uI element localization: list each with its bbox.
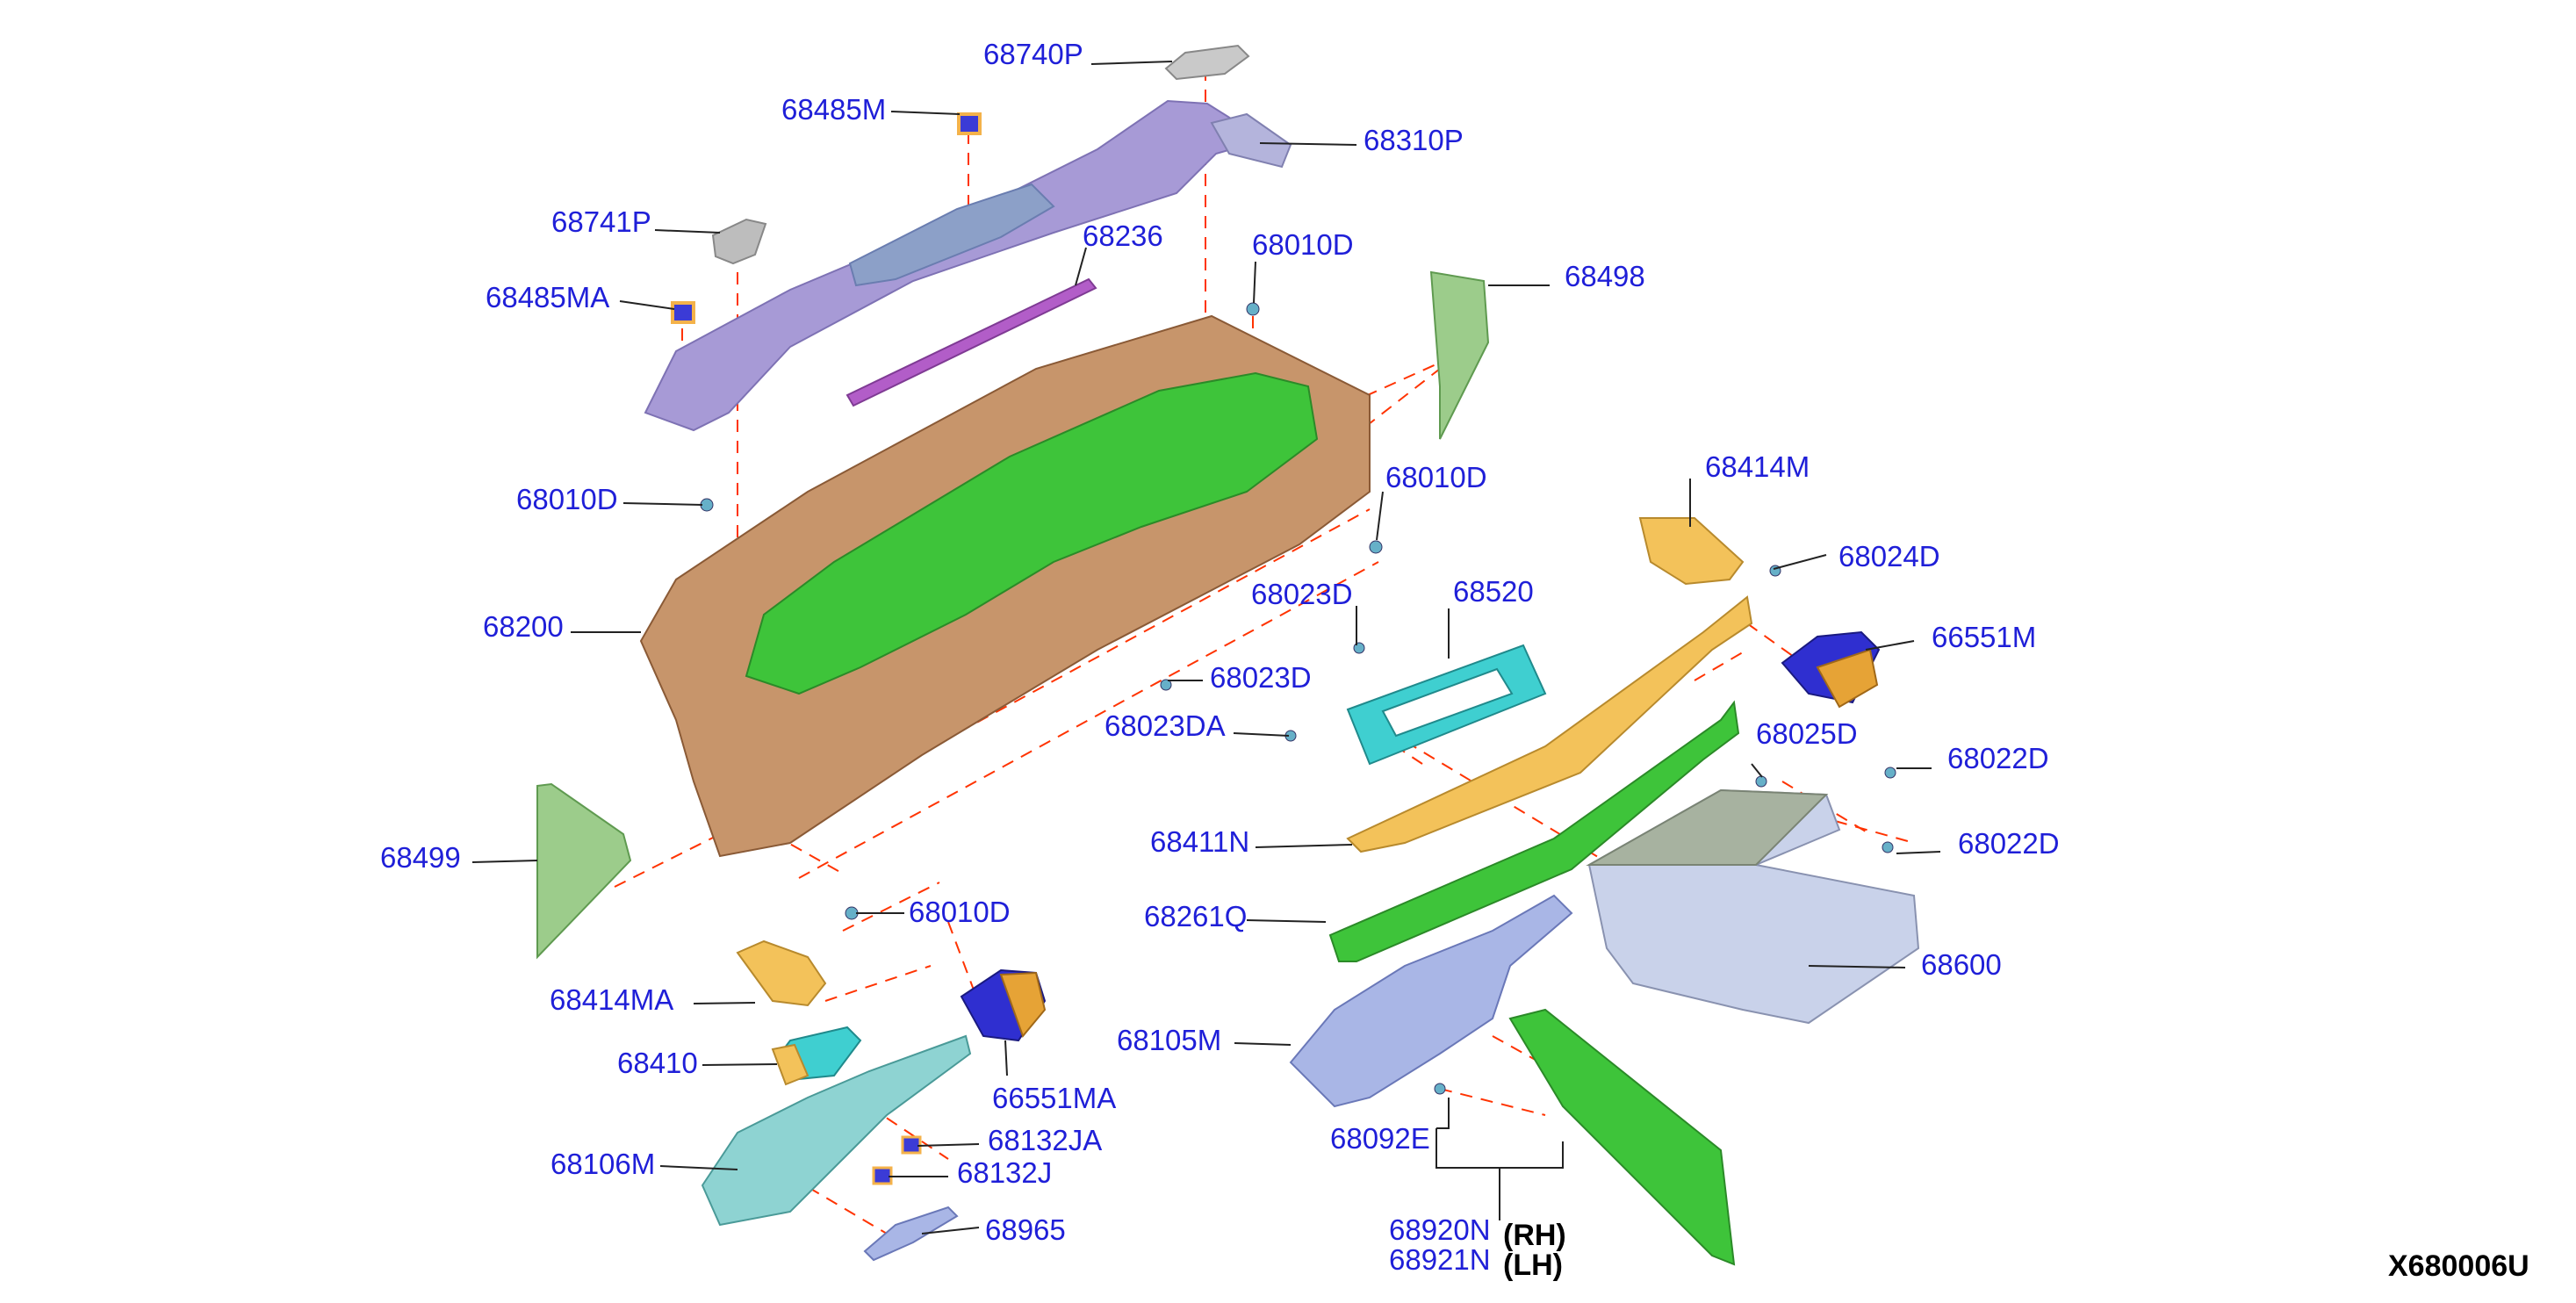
part-label-68022D: 68022D [1947, 742, 2049, 774]
part-label-68520: 68520 [1453, 575, 1534, 608]
trim-68414M [1638, 517, 1745, 586]
speaker-grille-top [1164, 44, 1250, 81]
label-suffix-rh: (RH) [1503, 1219, 1566, 1252]
part-label-68498: 68498 [1565, 260, 1645, 292]
vent-66551M-frame [1816, 648, 1879, 709]
label-suffix-lh: (LH) [1503, 1249, 1563, 1282]
part-label-68410: 68410 [617, 1047, 698, 1079]
part-label-68920N: 68920N [1389, 1213, 1491, 1246]
glove-box-lid [1586, 788, 1829, 866]
cover-68410-base [771, 1043, 809, 1086]
part-label-68236: 68236 [1083, 220, 1163, 252]
part-label-66551M: 66551M [1932, 621, 2036, 653]
speaker-grille-left [711, 218, 767, 265]
part-label-68105M: 68105M [1117, 1024, 1221, 1056]
clip-68485M [957, 112, 982, 135]
trim-68965 [863, 1206, 959, 1262]
part-labels: 68740P 68485M 68310P 68741P 68236 68010D… [380, 38, 2060, 1282]
part-label-68200: 68200 [483, 610, 564, 643]
screw-icon [1882, 841, 1894, 853]
screw-icon [1246, 302, 1260, 316]
cluster-lid-opening [1381, 667, 1514, 738]
part-label-68741P: 68741P [551, 205, 651, 238]
part-label-68010D: 68010D [1252, 228, 1354, 261]
bracket-top-right [1210, 112, 1292, 169]
part-label-68023D: 68023D [1210, 661, 1312, 694]
defroster-grille [848, 183, 1055, 287]
part-label-68025D: 68025D [1756, 717, 1858, 750]
part-label-68921N: 68921N [1389, 1243, 1491, 1276]
part-label-68740P: 68740P [983, 38, 1083, 70]
part-label-68485M: 68485M [781, 93, 886, 126]
part-label-68092E: 68092E [1330, 1122, 1430, 1155]
lower-cover-68920N [1508, 1008, 1736, 1266]
lower-panel-68106M [701, 1034, 972, 1227]
screw-icon [1434, 1083, 1446, 1095]
part-label-68965: 68965 [985, 1213, 1066, 1246]
part-label-68023DA: 68023DA [1105, 709, 1226, 742]
vent-66551MA-frame [999, 971, 1047, 1038]
leader-lines [471, 61, 1941, 1235]
part-label-68024D: 68024D [1838, 540, 1940, 572]
part-label-68261Q: 68261Q [1144, 900, 1247, 932]
screw-icon [845, 906, 859, 920]
part-label-68411N: 68411N [1150, 825, 1249, 858]
part-label-68132J: 68132J [957, 1156, 1052, 1189]
screw-icon [1160, 679, 1172, 691]
side-panel-68499 [536, 782, 632, 960]
clip-68485MA [671, 301, 695, 324]
screw-icon [700, 498, 714, 512]
part-label-68010D: 68010D [516, 483, 618, 515]
screw-icon [1755, 775, 1767, 788]
trim-68414MA [736, 939, 827, 1007]
screw-icon [1369, 540, 1383, 554]
part-label-68132JA: 68132JA [988, 1124, 1102, 1156]
green-cover-panel [745, 371, 1319, 695]
side-panel-68498 [1429, 270, 1490, 440]
part-label-68010D: 68010D [1385, 461, 1487, 493]
part-label-68414M: 68414M [1705, 450, 1810, 483]
parts [536, 44, 1920, 1266]
part-label-68023D: 68023D [1251, 578, 1353, 610]
trim-68411N [1346, 595, 1753, 853]
diagram-code: X680006U [2388, 1249, 2529, 1283]
center-bezel-68105M [1289, 894, 1573, 1108]
part-label-68600: 68600 [1921, 948, 2002, 981]
screw-icon [1353, 642, 1365, 654]
trim-68261Q [1328, 700, 1740, 962]
screw-icon [1884, 767, 1896, 779]
part-label-66551MA: 66551MA [992, 1082, 1116, 1114]
part-label-68414MA: 68414MA [550, 983, 673, 1016]
part-label-68499: 68499 [380, 841, 461, 874]
part-label-68310P: 68310P [1364, 124, 1464, 156]
part-label-68106M: 68106M [550, 1148, 655, 1180]
part-label-68010D: 68010D [909, 896, 1011, 928]
part-label-68022D: 68022D [1958, 827, 2060, 860]
trim-strip-68236 [845, 277, 1097, 407]
part-label-68485MA: 68485MA [486, 281, 609, 313]
